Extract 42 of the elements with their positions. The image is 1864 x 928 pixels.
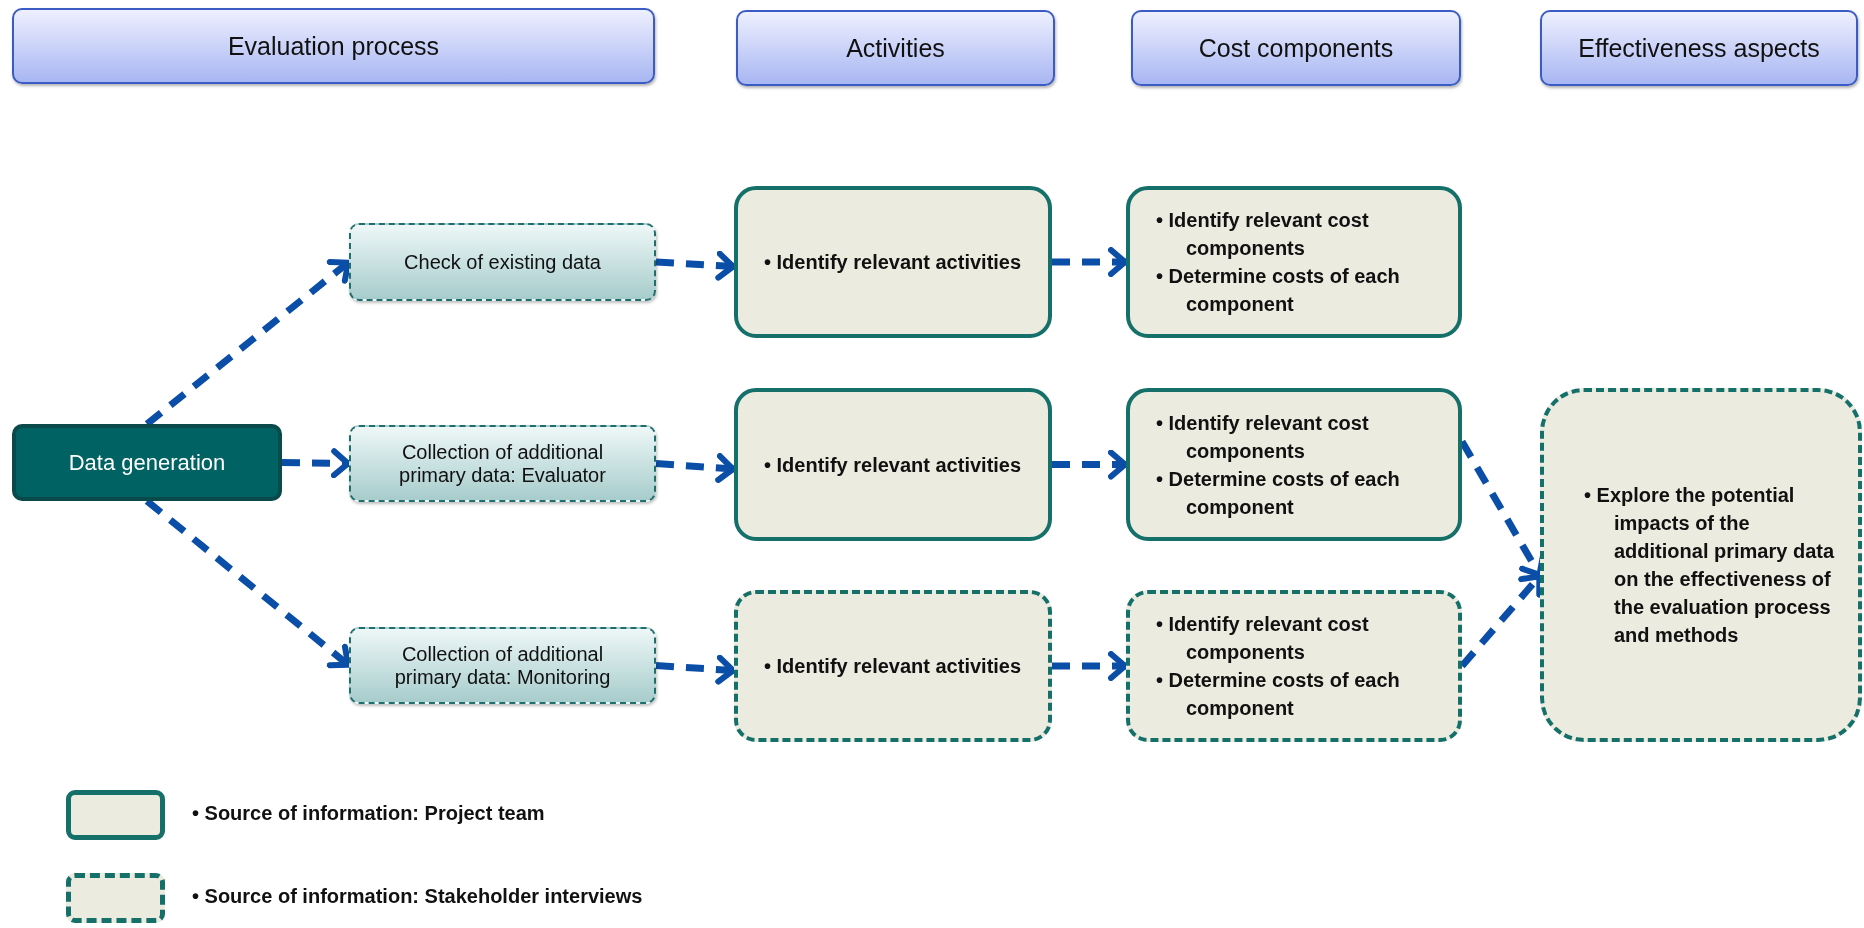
box-label: Collection of additional primary data: Evaluator	[398, 440, 607, 487]
legend-text: • Source of information: Project team	[192, 802, 545, 825]
bullet-item: • Determine costs of each component	[1155, 668, 1401, 721]
data-source-box	[349, 223, 656, 301]
legend-text: • Source of information: Stakeholder interviews	[192, 885, 643, 908]
box-label: Collection of additional primary data: Monitoring	[393, 642, 612, 689]
box-label: Activities	[846, 33, 945, 63]
bullet-item: • Identify relevant activities	[763, 452, 1023, 478]
process-box	[12, 424, 282, 501]
bullet-item: • Identify relevant activities	[763, 250, 1023, 275]
column-header	[736, 10, 1055, 86]
arrow	[655, 453, 736, 483]
arrow	[655, 654, 736, 685]
box-label: Data generation	[68, 449, 226, 476]
column-header	[12, 8, 655, 84]
bullet-item: • Identify relevant activities	[763, 654, 1023, 679]
task-box	[734, 186, 1052, 338]
task-box	[1540, 388, 1862, 742]
task-box	[1126, 186, 1462, 338]
data-source-box	[349, 627, 656, 704]
box-label: Evaluation process	[227, 31, 440, 61]
arrow	[655, 250, 736, 281]
task-box	[734, 590, 1052, 742]
bullet-item: • Identify relevant cost components	[1155, 208, 1370, 261]
column-header	[1540, 10, 1858, 86]
arrow	[281, 448, 351, 479]
arrow	[1052, 449, 1128, 480]
arrow	[1052, 651, 1128, 681]
bullet-item: • Explore the potential impacts of the additional primary data on the effectiveness of the evaluation process and methods	[1583, 483, 1836, 648]
task-box	[1126, 388, 1462, 541]
column-header	[1131, 10, 1461, 86]
box-label: Effectiveness aspects	[1578, 33, 1820, 63]
task-box	[1126, 590, 1462, 742]
task-box	[734, 388, 1052, 541]
bullet-item: • Identify relevant cost components	[1155, 410, 1370, 464]
bullet-item: • Identify relevant cost components	[1155, 612, 1370, 665]
box-label: Cost components	[1198, 33, 1394, 63]
box-label: Check of existing data	[404, 250, 601, 274]
data-source-box	[349, 425, 656, 502]
arrow	[1052, 247, 1128, 277]
bullet-item: • Determine costs of each component	[1155, 466, 1401, 520]
bullet-item: • Determine costs of each component	[1155, 264, 1401, 317]
